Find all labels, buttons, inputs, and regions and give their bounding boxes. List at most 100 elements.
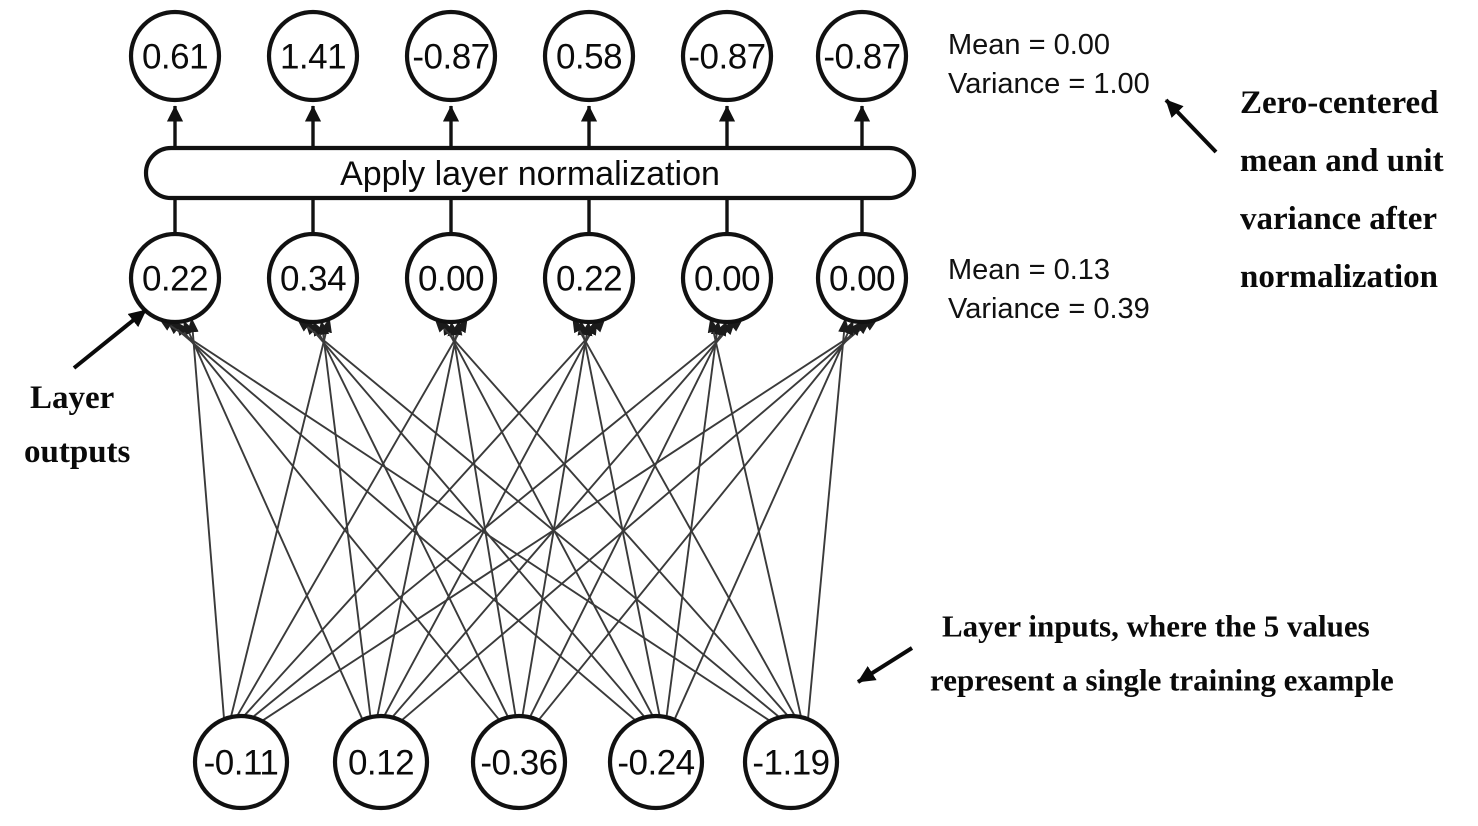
layer-outputs-mean-text: Mean = 0.13 xyxy=(948,254,1110,286)
edge-input-1-to-output-2 xyxy=(376,320,463,716)
edge-input-0-to-output-5 xyxy=(257,316,880,725)
callout-layer-outputs-line-2: outputs xyxy=(24,434,131,470)
layer-output-node-0[interactable]: 0.22 xyxy=(128,231,222,325)
process-box-rect[interactable] xyxy=(143,145,917,201)
normalized-output-node-value: 1.41 xyxy=(280,38,346,77)
edge-input-2-to-output-1 xyxy=(312,320,510,719)
layer-input-node-1[interactable]: 0.12 xyxy=(332,713,430,811)
layer-input-node-0[interactable]: -0.11 xyxy=(192,713,290,811)
normalized-stats-block: Mean = 0.00 Variance = 1.00 xyxy=(948,29,1150,100)
layer-output-node-circle[interactable] xyxy=(266,231,360,325)
layer-input-node-value: -1.19 xyxy=(752,744,829,783)
layer-input-node-circle[interactable] xyxy=(607,713,705,811)
layer-input-node-value: 0.12 xyxy=(348,744,414,783)
layer-output-node-circle[interactable] xyxy=(680,231,774,325)
callout-layer-outputs-arrow xyxy=(72,308,148,370)
edge-input-1-to-output-4 xyxy=(390,319,737,719)
layer-input-node-3[interactable]: -0.24 xyxy=(607,713,705,811)
layer-input-node-value: -0.11 xyxy=(204,744,279,783)
layer-input-node-value: -0.24 xyxy=(617,744,694,783)
box-upper-connectors xyxy=(166,105,871,148)
callout-layer-outputs: Layer outputs xyxy=(24,308,148,470)
layer-output-node-4[interactable]: 0.00 xyxy=(680,231,774,325)
callout-normalization-line-4: normalization xyxy=(1240,259,1438,295)
edge-input-3-to-output-0 xyxy=(165,319,641,725)
layer-outputs-nodes: 0.22 0.34 0.00 0.22 0.00 0.00 xyxy=(128,231,909,325)
normalized-variance-text: Variance = 1.00 xyxy=(948,68,1150,100)
edge-input-0-to-output-0 xyxy=(186,317,226,724)
normalized-output-node-0[interactable]: 0.61 xyxy=(128,9,222,103)
edges-group xyxy=(157,316,880,725)
callout-layer-inputs-line-1: Layer inputs, where the 5 values xyxy=(942,609,1370,644)
callout-normalization-line-3: variance after xyxy=(1240,201,1437,237)
edge-input-4-to-output-5 xyxy=(806,317,850,724)
layer-input-node-circle[interactable] xyxy=(332,713,430,811)
callout-layer-inputs: Layer inputs, where the 5 values represe… xyxy=(856,609,1394,698)
layer-input-node-value: -0.36 xyxy=(480,744,557,783)
normalized-output-node-value: -0.87 xyxy=(823,38,900,77)
normalized-output-node-3[interactable]: 0.58 xyxy=(542,9,636,103)
layer-output-node-3[interactable]: 0.22 xyxy=(542,231,636,325)
normalized-output-node-value: -0.87 xyxy=(688,38,765,77)
edge-input-4-to-output-0 xyxy=(157,316,775,725)
callout-layer-inputs-arrow xyxy=(856,646,914,684)
callout-normalization-arrow xyxy=(1164,98,1218,154)
edge-input-2-to-output-2 xyxy=(447,320,517,716)
edge-input-1-to-output-0 xyxy=(182,319,366,725)
layer-output-node-circle[interactable] xyxy=(404,231,498,325)
layer-output-node-value: 0.00 xyxy=(829,260,895,299)
edge-input-0-to-output-1 xyxy=(229,317,332,719)
layer-output-node-circle[interactable] xyxy=(128,231,222,325)
layer-output-node-2[interactable]: 0.00 xyxy=(404,231,498,325)
layer-output-node-5[interactable]: 0.00 xyxy=(815,231,909,325)
normalized-output-node-circle[interactable] xyxy=(680,9,774,103)
layer-input-node-circle[interactable] xyxy=(742,713,840,811)
normalized-mean-text: Mean = 0.00 xyxy=(948,29,1110,61)
normalized-output-node-circle[interactable] xyxy=(542,9,636,103)
edge-input-4-to-output-1 xyxy=(295,317,782,720)
layer-output-node-value: 0.34 xyxy=(280,260,346,299)
layer-output-node-circle[interactable] xyxy=(815,231,909,325)
normalized-output-node-value: 0.58 xyxy=(556,38,622,77)
normalized-output-node-circle[interactable] xyxy=(266,9,360,103)
layer-outputs-variance-text: Variance = 0.39 xyxy=(948,293,1150,325)
normalized-output-node-1[interactable]: 1.41 xyxy=(266,9,360,103)
layer-outputs-stats-block: Mean = 0.13 Variance = 0.39 xyxy=(948,254,1150,325)
layer-output-node-1[interactable]: 0.34 xyxy=(266,231,360,325)
normalized-output-node-value: -0.87 xyxy=(412,38,489,77)
layer-output-node-value: 0.22 xyxy=(556,260,622,299)
edge-input-2-to-output-4 xyxy=(528,320,728,719)
normalized-outputs-nodes: 0.61 1.41 -0.87 0.58 -0.87 -0.87 xyxy=(128,9,909,103)
edge-input-1-to-output-3 xyxy=(383,319,599,716)
layer-output-node-circle[interactable] xyxy=(542,231,636,325)
edge-input-2-to-output-0 xyxy=(174,320,504,725)
process-box[interactable]: Apply layer normalization xyxy=(143,145,917,201)
normalized-output-node-5[interactable]: -0.87 xyxy=(815,9,909,103)
normalized-output-node-2[interactable]: -0.87 xyxy=(404,9,498,103)
edge-input-4-to-output-3 xyxy=(571,317,796,716)
normalized-output-node-value: 0.61 xyxy=(142,38,208,77)
edge-input-3-to-output-3 xyxy=(577,320,661,716)
normalized-output-node-circle[interactable] xyxy=(815,9,909,103)
box-lower-connectors xyxy=(173,198,864,234)
layer-output-node-value: 0.00 xyxy=(418,260,484,299)
layer-input-node-circle[interactable] xyxy=(470,713,568,811)
layer-input-node-circle[interactable] xyxy=(192,713,290,811)
callout-normalization-line-2: mean and unit xyxy=(1240,143,1444,179)
edge-input-2-to-output-5 xyxy=(534,320,863,725)
edge-input-3-to-output-5 xyxy=(671,319,855,725)
edge-input-0-to-output-3 xyxy=(243,317,607,717)
edge-input-4-to-output-2 xyxy=(433,317,789,717)
edge-input-3-to-output-2 xyxy=(441,319,654,716)
normalized-output-node-circle[interactable] xyxy=(128,9,222,103)
callout-normalization: Zero-centered mean and unit variance aft… xyxy=(1164,85,1444,295)
layer-input-node-2[interactable]: -0.36 xyxy=(470,713,568,811)
normalized-output-node-circle[interactable] xyxy=(404,9,498,103)
layer-output-node-value: 0.22 xyxy=(142,260,208,299)
edge-input-1-to-output-1 xyxy=(317,320,372,719)
layer-input-node-4[interactable]: -1.19 xyxy=(742,713,840,811)
normalized-output-node-4[interactable]: -0.87 xyxy=(680,9,774,103)
edge-input-3-to-output-1 xyxy=(303,319,647,719)
edge-input-3-to-output-4 xyxy=(665,320,723,719)
